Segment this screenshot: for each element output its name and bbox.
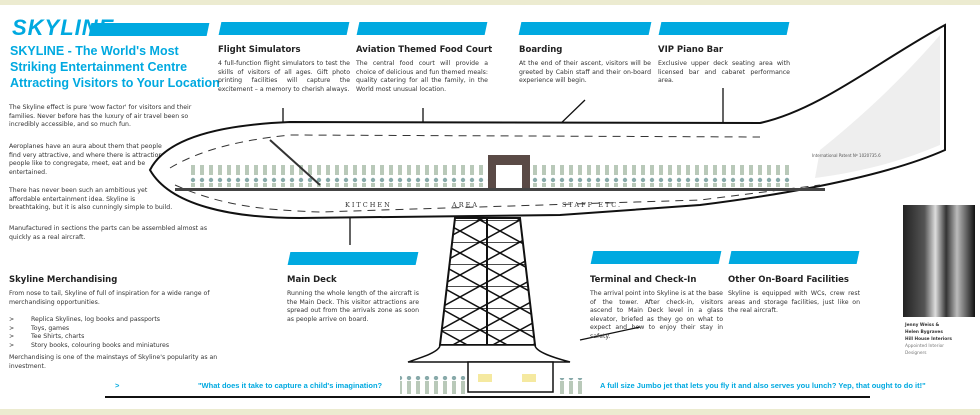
merch-heading: Skyline Merchandising xyxy=(9,275,118,285)
food-heading: Aviation Themed Food Court xyxy=(356,45,493,55)
list-item: >Story books, colouring books and miniat… xyxy=(9,341,170,349)
quote-1: "What does it take to capture a child's … xyxy=(198,381,383,390)
main-deck-heading: Main Deck xyxy=(287,275,337,285)
main-deck-body: Running the whole length of the aircraft… xyxy=(287,290,419,323)
list-item: >Tee Shirts, charts xyxy=(9,333,85,341)
terminal-body: The arrival point into Skyline is at the… xyxy=(590,290,723,340)
list-item: >Replica Skylines, log books and passpor… xyxy=(9,316,160,323)
food-body: The central food court will provide a ch… xyxy=(356,60,488,93)
merch-intro: From nose to tail, Skyline of full of in… xyxy=(9,290,210,306)
footer-arrow: > xyxy=(115,381,120,390)
intro-2: Aeroplanes have an aura about them that … xyxy=(9,143,165,176)
merch-list: >Replica Skylines, log books and passpor… xyxy=(9,316,229,350)
intro-1: The Skyline effect is pure 'wow factor' … xyxy=(9,104,192,129)
list-item: >Toys, games xyxy=(9,324,70,332)
flight-heading: Flight Simulators xyxy=(218,45,301,55)
page-title: SKYLINE - The World's Most Striking Ente… xyxy=(10,44,220,90)
vip-heading: VIP Piano Bar xyxy=(658,45,724,55)
main-deck-bar xyxy=(287,252,419,265)
top-border xyxy=(0,0,980,5)
boarding-body: At the end of their ascent, visitors wil… xyxy=(519,60,651,85)
other-body: Skyline is equipped with WCs, crew rest … xyxy=(728,290,860,315)
tower-skirt xyxy=(407,344,571,363)
boarding-heading: Boarding xyxy=(519,45,563,55)
upper-deck-stairs xyxy=(269,139,321,186)
other-heading: Other On-Board Facilities xyxy=(728,275,849,285)
main-deck-floor xyxy=(175,188,825,191)
intro-3: There has never been such an ambitious y… xyxy=(9,187,173,212)
flight-body: 4 full-function flight simulators to tes… xyxy=(218,60,350,93)
vip-body: Exclusive upper deck seating area with l… xyxy=(658,60,790,85)
bottom-border xyxy=(0,409,980,415)
terminal-bar xyxy=(590,251,722,264)
tail-shade xyxy=(815,35,940,178)
kitchen-label: KITCHEN xyxy=(345,201,392,209)
terminal-heading: Terminal and Check-In xyxy=(590,275,697,285)
staff-label: STAFF ETC. xyxy=(562,201,623,209)
ground-crowd xyxy=(400,376,466,394)
area-label: AREA xyxy=(452,201,480,209)
fuselage-dash xyxy=(169,134,761,169)
lower-dash xyxy=(174,184,821,213)
quote-2: A full size Jumbo jet that lets you fly … xyxy=(600,381,926,390)
other-bar xyxy=(728,251,860,264)
merch-outro: Merchandising is one of the mainstays of… xyxy=(9,354,218,370)
designers-caption: Jenny Weiss & Helen Bygraves Hill House … xyxy=(905,323,952,356)
designers-photo xyxy=(903,205,975,317)
intro-4: Manufactured in sections the parts can b… xyxy=(9,225,208,241)
patent-label: International Patent Nº 1020735.6 xyxy=(812,153,881,158)
